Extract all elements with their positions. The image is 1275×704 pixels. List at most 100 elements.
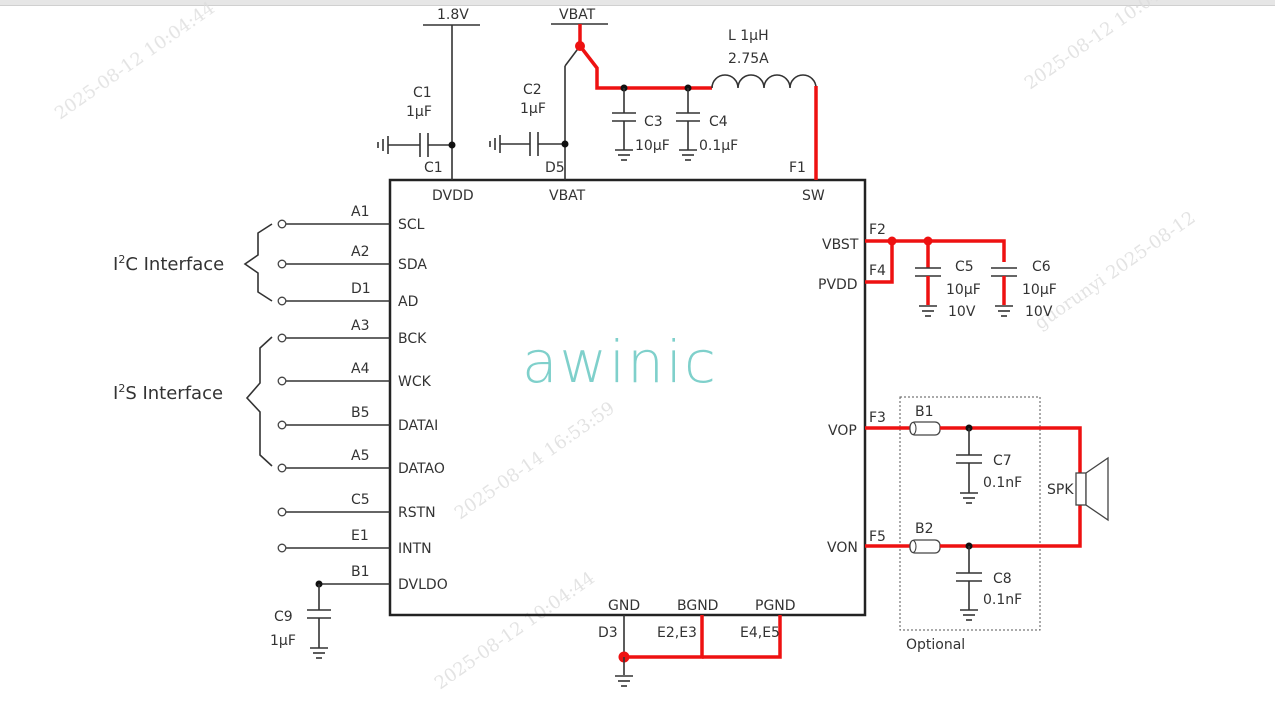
terminal-icon <box>277 463 287 473</box>
pin-ball-gnd: D3 <box>598 625 618 641</box>
pin-name-label: SDA <box>398 257 427 273</box>
terminal-icon <box>277 333 287 343</box>
i2s-brace <box>245 336 273 467</box>
ground-icon <box>615 675 633 687</box>
inductor: L 1µH 2.75A <box>711 28 817 89</box>
output-filter: Optional B1 C7 0.1nF B2 <box>865 396 1109 653</box>
speaker-icon <box>1075 456 1109 522</box>
pin-ball-label: A5 <box>351 448 369 464</box>
terminal-icon <box>277 507 287 517</box>
pin-name-label: WCK <box>398 374 432 390</box>
pin-vbst: VBST <box>822 237 859 253</box>
i2s-interface-label: I2S Interface <box>113 382 223 404</box>
pin-ball-label: A3 <box>351 318 369 334</box>
pin-ball-label: B5 <box>351 405 370 421</box>
svg-text:2025-08-12 10:04: 2025-08-12 10:04 <box>1021 0 1165 94</box>
ground-icon <box>919 305 937 317</box>
cap-c1-value: 1µF <box>406 104 432 120</box>
ground-icon <box>679 149 697 161</box>
ground-icon <box>489 135 501 153</box>
cap-c8-name: C8 <box>993 571 1012 587</box>
cap-c5-voltage: 10V <box>948 304 976 320</box>
i2c-brace <box>243 223 273 302</box>
pin-name-label: AD <box>398 294 418 310</box>
terminal-icon <box>277 296 287 306</box>
pin-name-label: SCL <box>398 217 425 233</box>
vbst-net: C5 10µF 10V C6 10µF 10V <box>865 236 1057 320</box>
i2c-interface-label: I2C Interface <box>113 253 224 275</box>
pin-von: VON <box>827 540 858 556</box>
terminal-icon <box>277 376 287 386</box>
cap-c2-value: 1µF <box>520 101 546 117</box>
pin-ball-label: B1 <box>351 564 370 580</box>
pin-ball-pvdd: F4 <box>869 263 886 279</box>
ground-icon <box>377 136 389 154</box>
cap-c1-name: C1 <box>413 85 432 101</box>
cap-c7-name: C7 <box>993 453 1012 469</box>
cap-c4-name: C4 <box>709 114 728 130</box>
ferrite-bead-b1 <box>909 421 941 436</box>
left-pins: A1SCLA2SDAD1ADA3BCKA4WCKB5DATAIA5DATAOC5… <box>277 204 448 593</box>
svg-text:2025-08-14 16:53:59: 2025-08-14 16:53:59 <box>451 398 619 524</box>
pin-ball-vbst: F2 <box>869 222 886 238</box>
pin-gnd: GND <box>608 598 640 614</box>
pin-vop: VOP <box>828 423 857 439</box>
cap-c7-value: 0.1nF <box>983 475 1022 491</box>
svg-text:2025-08-12 10:04:44: 2025-08-12 10:04:44 <box>51 0 219 124</box>
svg-text:2025-08-12 10:04:44: 2025-08-12 10:04:44 <box>431 568 599 694</box>
pin-vbat: VBAT <box>549 188 586 204</box>
pin-ball-pgnd: E4,E5 <box>740 625 780 641</box>
pin-name-label: BCK <box>398 331 427 347</box>
pin-ball-bgnd: E2,E3 <box>657 625 697 641</box>
chip-body <box>388 178 867 617</box>
pin-ball-dvdd: C1 <box>424 160 443 176</box>
terminal-icon <box>277 543 287 553</box>
pin-ball-sw: F1 <box>789 160 806 176</box>
inductor-rating: 2.75A <box>728 51 769 67</box>
pin-name-label: DATAO <box>398 461 445 477</box>
pin-sw: SW <box>802 188 825 204</box>
cap-c6-value: 10µF <box>1022 282 1057 298</box>
pin-ball-vbat: D5 <box>545 160 565 176</box>
cap-c4-value: 0.1µF <box>699 138 738 154</box>
bead-b2-name: B2 <box>915 521 934 537</box>
terminal-icon <box>277 219 287 229</box>
pin-dvdd: DVDD <box>432 188 474 204</box>
ground-icon <box>995 305 1013 317</box>
cap-c8-value: 0.1nF <box>983 592 1022 608</box>
cap-c5-value: 10µF <box>946 282 981 298</box>
dvdd-net: 1.8V C1 1µF <box>377 7 480 180</box>
pin-name-label: DATAI <box>398 418 438 434</box>
optional-box <box>899 396 1041 631</box>
ground-icon <box>615 149 633 161</box>
cap-c3-value: 10µF <box>635 138 670 154</box>
pin-name-label: INTN <box>398 541 432 557</box>
pin-pvdd: PVDD <box>818 277 858 293</box>
inductor-name: L 1µH <box>728 28 769 44</box>
supply-label-vbat: VBAT <box>559 7 596 23</box>
window-top-edge <box>0 0 1275 6</box>
pin-name-label: DVLDO <box>398 577 448 593</box>
pin-ball-von: F5 <box>869 529 886 545</box>
supply-label-1v8: 1.8V <box>437 7 469 23</box>
pin-ball-label: A4 <box>351 361 370 377</box>
pin-bgnd: BGND <box>677 598 718 614</box>
pin-ball-label: C5 <box>351 492 370 508</box>
pin-ball-label: A1 <box>351 204 369 220</box>
pin-ball-label: E1 <box>351 528 369 544</box>
ground-icon <box>960 609 978 621</box>
terminal-icon <box>277 420 287 430</box>
cap-c3-name: C3 <box>644 114 663 130</box>
pin-name-label: RSTN <box>398 505 436 521</box>
cap-c6-name: C6 <box>1032 259 1051 275</box>
speaker-label: SPK <box>1047 482 1074 498</box>
dvldo-net: C9 1µF <box>270 580 390 659</box>
pin-pgnd: PGND <box>755 598 796 614</box>
ground-icon <box>310 647 328 659</box>
